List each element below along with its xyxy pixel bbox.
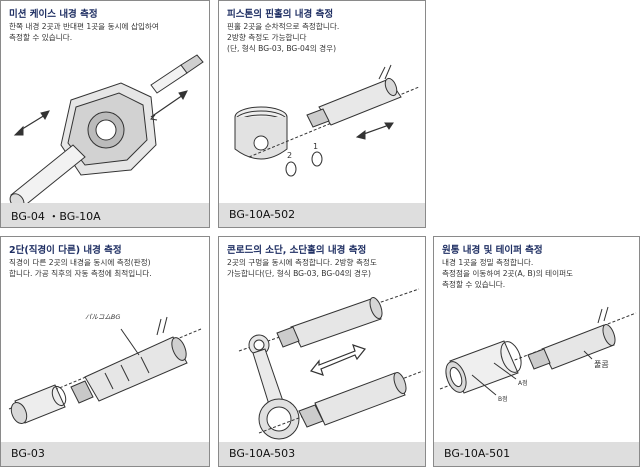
point-b-label: B점 — [498, 396, 508, 403]
mission-case-illustration — [9, 54, 204, 205]
panel-title: 미션 케이스 내경 측정 — [9, 9, 98, 20]
model-footer: BG-04 ・BG-10A — [1, 203, 209, 227]
panel-description: 내경 1곳을 정밀 측정합니다. 측정점을 이동하여 2곳(A, B)의 테이퍼… — [442, 258, 574, 289]
panel-description: 한쪽 내경 2곳과 반대편 1곳을 동시에 삽입하여 측정할 수 있습니다. — [9, 22, 159, 42]
two-stage-illustration: パルコムBG — [8, 313, 202, 425]
model-footer: BG-10A-502 — [219, 203, 425, 227]
panel-mission-case: 미션 케이스 내경 측정 한쪽 내경 2곳과 반대편 1곳을 동시에 삽입하여 … — [0, 0, 210, 228]
model-label: BG-04 ・BG-10A — [11, 210, 101, 223]
panel-title: 콘로드의 소단, 소단홀의 내경 측정 — [227, 245, 367, 256]
cylinder-illustration: 풀콤 A점 B점 — [439, 306, 637, 403]
panel-title: 피스톤의 핀홀의 내경 측정 — [227, 9, 334, 20]
point-a-label: A점 — [518, 380, 528, 387]
panel-description: 핀홀 2곳을 순차적으로 측정합니다. 2방향 측정도 가능합니다 (단, 형식… — [227, 22, 340, 53]
panel-title: 2단(직경이 다른) 내경 측정 — [9, 245, 122, 256]
model-footer: BG-10A-501 — [434, 442, 639, 466]
gauge-brand-label: パルコムBG — [85, 313, 120, 321]
model-label: BG-10A-501 — [444, 447, 511, 460]
groove-label: 풀콤 — [594, 360, 609, 369]
model-label: BG-10A-502 — [229, 208, 296, 221]
panel-two-stage-bore: 2단(직경이 다른) 내경 측정 직경이 다른 2곳의 내경을 동시에 측정(판… — [0, 236, 210, 467]
piston-illustration: 2 1 — [234, 64, 420, 177]
panel-cylinder-taper: 원통 내경 및 테이퍼 측정 내경 1곳을 정밀 측정합니다. 측정점을 이동하… — [433, 236, 640, 467]
hole-1-label: 1 — [313, 142, 318, 151]
model-label: BG-10A-503 — [229, 447, 296, 460]
hole-2-label: 2 — [287, 151, 292, 160]
panel-title: 원통 내경 및 테이퍼 측정 — [442, 245, 543, 256]
model-footer: BG-03 — [1, 442, 209, 466]
panel-description: 직경이 다른 2곳의 내경을 동시에 측정(판정) 합니다. 가공 직후의 자동… — [9, 258, 152, 278]
panel-description: 2곳의 구멍을 동시에 측정합니다. 2방향 측정도 가능합니다(단, 형식 B… — [227, 258, 377, 278]
panel-conrod: 콘로드의 소단, 소단홀의 내경 측정 2곳의 구멍을 동시에 측정합니다. 2… — [218, 236, 426, 467]
model-label: BG-03 — [11, 447, 45, 460]
conrod-illustration — [238, 288, 424, 440]
model-footer: BG-10A-503 — [219, 442, 425, 466]
panel-piston-pinhole: 피스톤의 핀홀의 내경 측정 핀홀 2곳을 순차적으로 측정합니다. 2방향 측… — [218, 0, 426, 228]
